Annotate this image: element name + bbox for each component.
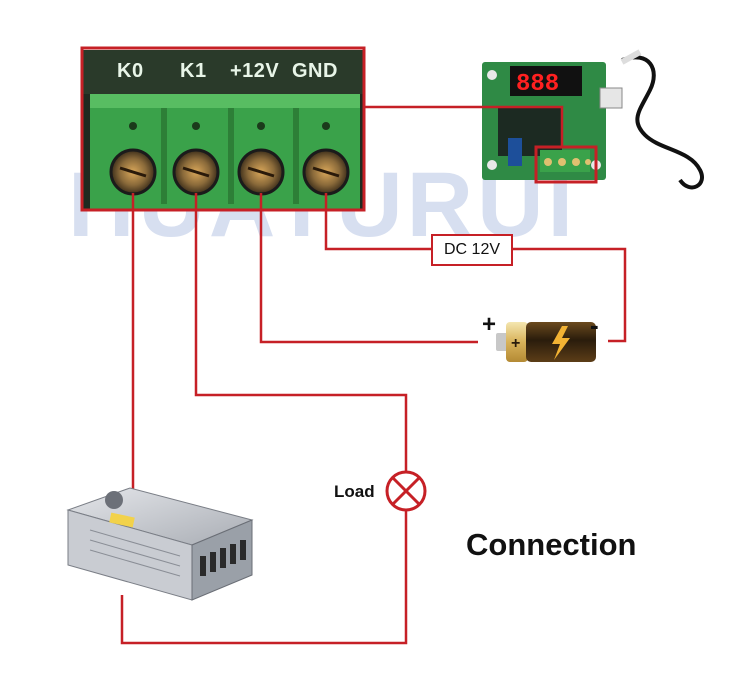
temperature-probe-icon — [620, 49, 704, 190]
thermostat-board-icon: 888 — [482, 62, 623, 184]
terminal-label-gnd: GND — [292, 60, 338, 82]
diagram-title: Connection — [466, 527, 637, 562]
power-supply-icon — [66, 487, 254, 601]
battery-minus-label: - — [590, 310, 599, 340]
svg-text:888: 888 — [516, 71, 559, 98]
power-label-box: DC 12V — [431, 234, 513, 266]
terminal-block — [80, 46, 366, 212]
terminal-label-k0: K0 — [117, 60, 144, 82]
svg-text:+: + — [511, 335, 520, 352]
battery-plus-label: + — [482, 311, 497, 338]
terminal-label-k1: K1 — [180, 60, 207, 82]
load-label: Load — [334, 482, 375, 501]
power-label: DC 12V — [443, 241, 501, 258]
wires — [120, 105, 627, 645]
terminal-label-12v: +12V — [230, 60, 280, 82]
lamp-icon — [385, 470, 427, 512]
battery-icon: + — [496, 322, 596, 362]
